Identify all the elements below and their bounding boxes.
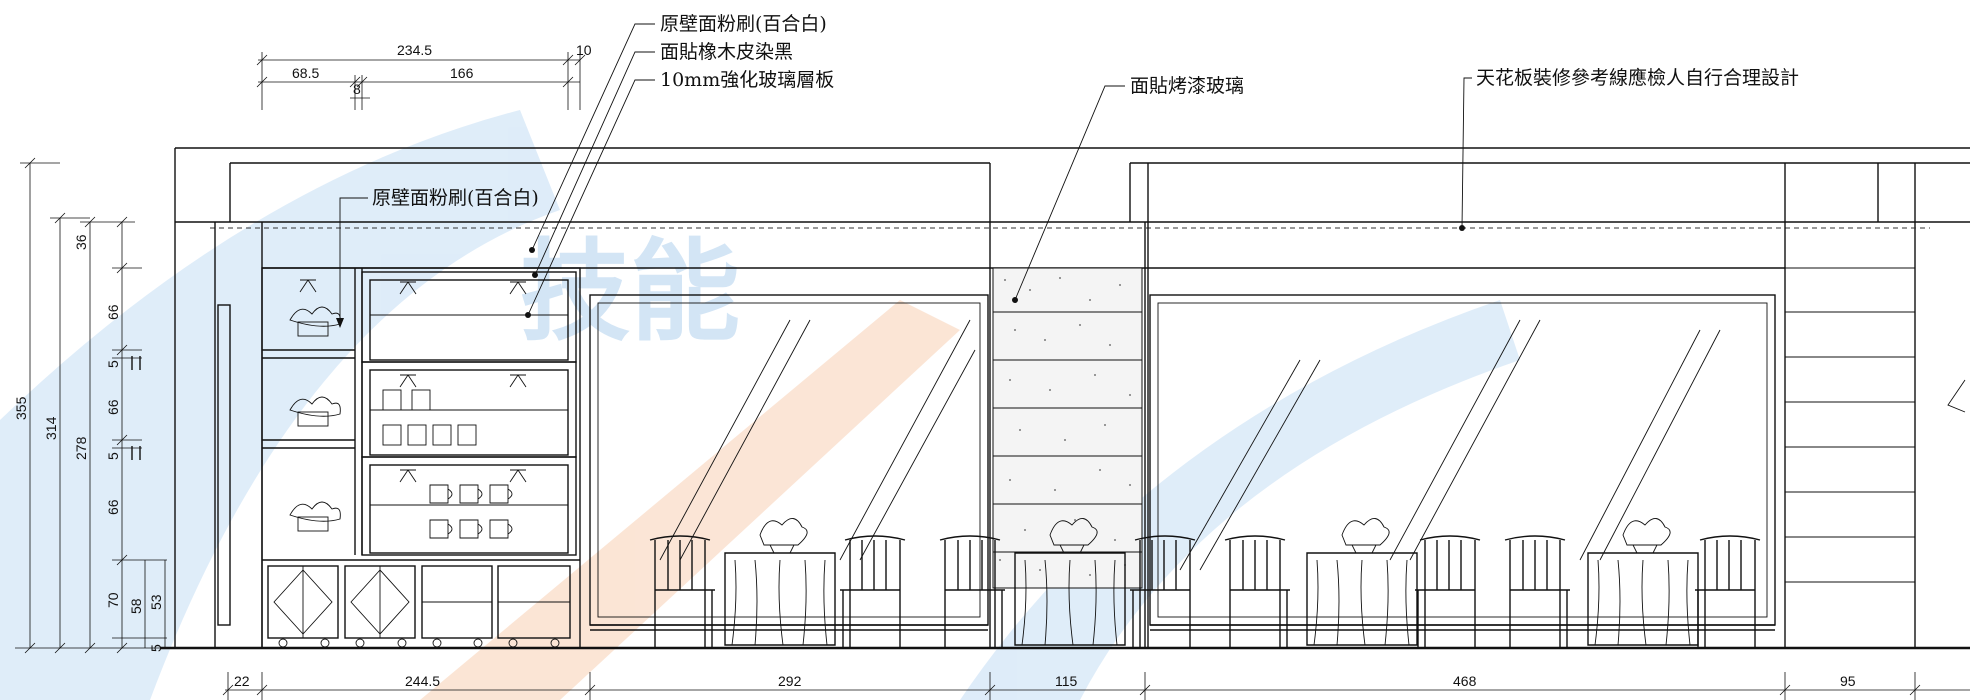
note-oak-veneer: 面貼橡木皮染黑 (660, 41, 793, 63)
note-paint-glass: 面貼烤漆玻璃 (1130, 75, 1244, 97)
flower-pot-icon (289, 306, 341, 532)
glass-window-left (589, 294, 989, 631)
chair (939, 535, 1005, 648)
chair (1130, 535, 1196, 648)
dim-left-278: 278 (73, 436, 89, 460)
dim-bottom-22: 22 (234, 673, 250, 689)
note-ceiling: 天花板裝修參考線應檢人自行合理設計 (1476, 66, 1799, 89)
table (724, 518, 836, 646)
dim-left-314: 314 (43, 416, 59, 440)
dim-left-66c: 66 (105, 499, 121, 515)
paint-glass-column (989, 222, 1146, 648)
display-cabinet (261, 267, 581, 649)
note-inner-wall: 原壁面粉刷(百合白) (372, 187, 539, 209)
chair (1504, 535, 1570, 648)
dim-bottom-292: 292 (778, 673, 802, 689)
dim-left-66b: 66 (105, 399, 121, 415)
dim-left-355: 355 (13, 396, 29, 420)
dim-left-5a: 5 (105, 360, 121, 368)
dim-bottom-468: 468 (1453, 673, 1477, 689)
dim-left-36: 36 (73, 234, 89, 250)
dim-left-5b: 5 (105, 452, 121, 460)
dim-left-66a: 66 (105, 304, 121, 320)
dim-bottom-2445: 244.5 (405, 673, 440, 689)
note-glass-shelf: 10mm強化玻璃層板 (660, 69, 834, 91)
dim-left-53: 53 (148, 594, 164, 610)
table (1306, 518, 1418, 646)
chair (1695, 535, 1761, 648)
dim-bottom-115: 115 (1055, 673, 1078, 689)
dim-bottom-95: 95 (1840, 673, 1856, 689)
chair (1224, 535, 1290, 648)
dim-left-5c: 5 (148, 644, 164, 652)
dim-top-total: 234.5 (397, 42, 432, 58)
right-louver-panel (1785, 267, 1966, 583)
dining-sets (649, 518, 1761, 648)
watermark: 技能 (0, 110, 1520, 700)
table (1014, 518, 1126, 646)
dim-left-70: 70 (105, 592, 121, 608)
dim-top-166: 166 (450, 65, 474, 81)
cup-icon (429, 484, 513, 539)
watermark-text: 技能 (520, 228, 740, 356)
annotations: 原壁面粉刷(百合白) 面貼橡木皮染黑 10mm強化玻璃層板 面貼烤漆玻璃 天花板… (336, 13, 1799, 328)
note-wall-paint: 原壁面粉刷(百合白) (660, 13, 827, 35)
table (1587, 518, 1699, 646)
left-dimensions: 355 314 278 36 66 5 66 5 66 70 58 53 5 (13, 157, 175, 654)
dim-top-10: 10 (576, 42, 592, 58)
dim-left-58: 58 (128, 598, 144, 614)
dim-top-8: 8 (353, 81, 361, 97)
dim-top-685: 68.5 (292, 65, 319, 81)
glass-window-right (1147, 222, 1786, 648)
chair (649, 535, 715, 648)
bottom-dimensions: 22 244.5 292 115 468 95 (222, 672, 1970, 700)
chair (1415, 535, 1481, 648)
box-items (382, 389, 477, 446)
top-dimensions: 234.5 10 68.5 166 8 (256, 42, 592, 110)
chair (840, 535, 906, 648)
